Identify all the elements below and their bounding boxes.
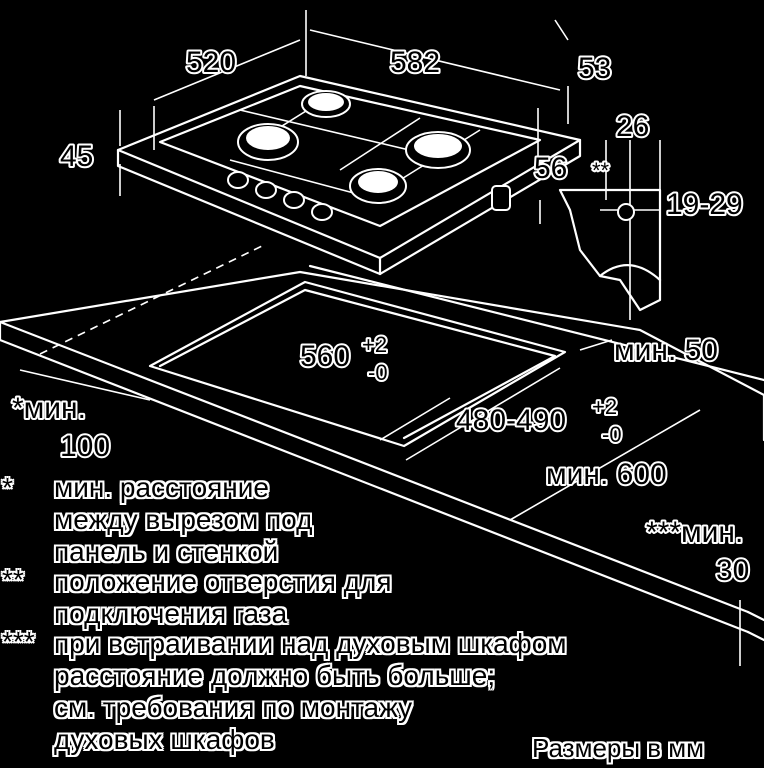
dim-cutout-depth-tol-plus: +2 — [592, 394, 617, 419]
footnote-1-line-2: между вырезом под — [54, 504, 313, 535]
dim-min-30-value: 30 — [716, 554, 749, 587]
dim-gas-marker: ** — [592, 158, 610, 183]
dim-582: 582 — [390, 46, 440, 79]
dimension-lines — [19, 10, 741, 666]
footnote-2-line-2: подключения газа — [54, 598, 288, 629]
dim-19-29: 19-29 — [666, 188, 743, 221]
cutout-outline — [148, 280, 567, 448]
footnote-1-line-1: мин. расстояние — [54, 472, 269, 503]
burner-back-left — [301, 90, 351, 118]
dim-56: 56 — [534, 152, 567, 185]
burner-back-right — [405, 131, 471, 169]
footnote-3-marker: *** — [2, 626, 35, 657]
dim-min-600: мин. 600 — [546, 458, 667, 491]
footnote-3-line-4: духовых шкафов — [54, 724, 275, 755]
worktop — [0, 264, 764, 642]
back-dashed-line — [39, 245, 263, 355]
footnote-3-line-3: см. требования по монтажу — [54, 692, 413, 723]
dim-520: 520 — [186, 46, 236, 79]
dim-45: 45 — [60, 140, 93, 173]
dim-min-50: мин. 50 — [614, 334, 718, 367]
dim-min-30-label: ***мин. — [646, 516, 743, 549]
dim-cutout-width-tol-minus: -0 — [368, 360, 388, 385]
footnote-2-line-1: положение отверстия для — [54, 566, 392, 597]
dim-min-100-value: 100 — [60, 430, 110, 463]
dim-26: 26 — [616, 110, 649, 143]
units-note: Размеры в мм — [532, 733, 705, 763]
burner-front-right — [349, 168, 407, 204]
gas-connection-detail — [558, 140, 662, 320]
dim-min-100-label: *мин. — [12, 392, 86, 425]
footnote-3-line-2: расстояние должно быть больше; — [54, 660, 496, 691]
footnote-1-marker: * — [2, 472, 13, 503]
footnote-1-line-3: панель и стенкой — [54, 536, 279, 567]
dim-cutout-width: 560 — [300, 340, 350, 373]
dim-53: 53 — [578, 52, 611, 85]
dim-cutout-depth: 480-490 — [456, 404, 566, 437]
dim-cutout-width-tol-plus: +2 — [362, 332, 387, 357]
control-knobs — [227, 171, 333, 221]
burner-front-left — [237, 123, 299, 161]
dim-cutout-depth-tol-minus: -0 — [602, 422, 622, 447]
footnote-2-marker: ** — [2, 564, 24, 595]
footnote-3-line-1: при встраивании над духовым шкафом — [54, 628, 567, 659]
